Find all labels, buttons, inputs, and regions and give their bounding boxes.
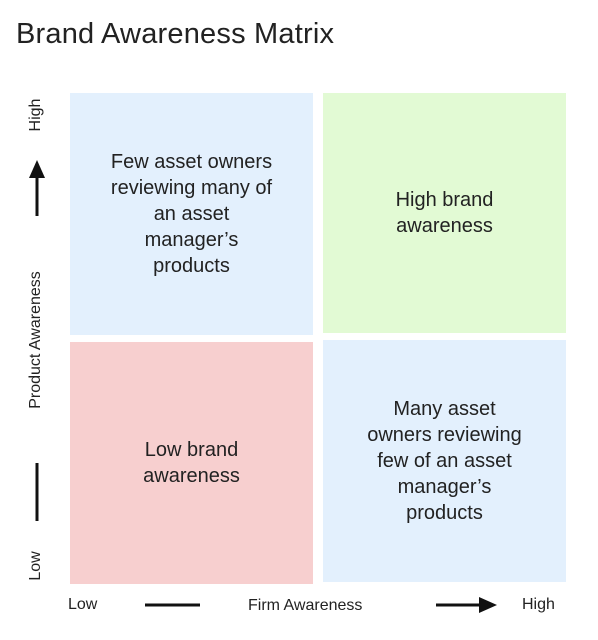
x-axis-label: Firm Awareness <box>248 597 363 614</box>
quadrant-top-right-label: High brand awareness <box>395 189 494 237</box>
y-axis-label: Product Awareness <box>27 271 44 409</box>
quadrant-top-left: Few asset owners reviewing many of an as… <box>70 93 313 335</box>
quadrant-bottom-right: Many asset owners reviewing few of an as… <box>323 340 566 582</box>
quadrant-bottom-right-label: Many asset owners reviewing few of an as… <box>367 398 522 524</box>
quadrant-bottom-left-label: Low brand awareness <box>143 439 240 487</box>
y-axis-high-label: High <box>27 98 44 132</box>
page-title: Brand Awareness Matrix <box>16 18 335 50</box>
quadrant-top-right: High brand awareness <box>323 93 566 333</box>
x-axis-low-label: Low <box>68 596 98 613</box>
x-axis-high-label: High <box>522 596 555 613</box>
x-axis-arrowhead <box>479 597 497 613</box>
quadrant-bottom-left: Low brand awareness <box>70 342 313 584</box>
quadrant-top-left-label: Few asset owners reviewing many of an as… <box>110 151 273 277</box>
y-axis-arrowhead <box>29 160 45 178</box>
y-axis-low-label: Low <box>27 551 44 581</box>
